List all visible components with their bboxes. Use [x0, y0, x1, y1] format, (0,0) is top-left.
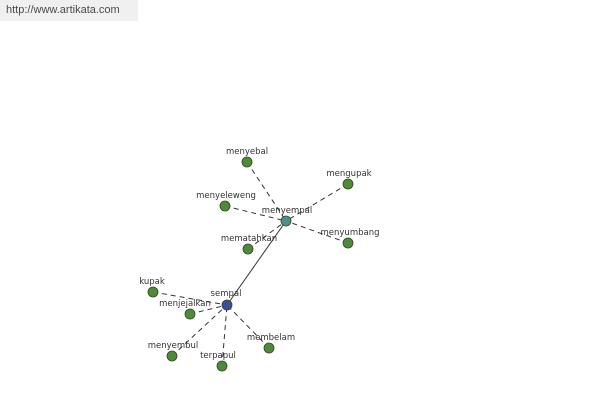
graph-nodes: menyebal mengupak menyeleweng menyumbang mem…: [139, 147, 380, 372]
node-menyempal-label[interactable]: menyempal: [262, 206, 312, 216]
edge-mengupak-menyempal: [285, 183, 349, 222]
node-mengupak-dot[interactable]: [342, 178, 354, 190]
node-membelam-label[interactable]: membelam: [247, 333, 295, 343]
node-terpapul-label[interactable]: terpapul: [200, 351, 236, 361]
node-kupak[interactable]: kupak: [139, 277, 165, 298]
node-kupak-dot[interactable]: [147, 286, 159, 298]
node-terpapul-dot[interactable]: [216, 360, 228, 372]
edge-menjejalkan-sempal: [189, 304, 228, 315]
node-sempal-label[interactable]: sempal: [211, 289, 242, 299]
node-mematahkan[interactable]: mematahkan: [221, 234, 277, 255]
edge-menyempal-sempal: [226, 220, 287, 306]
url-bar[interactable]: http://www.artikata.com: [0, 0, 138, 21]
node-menyebal[interactable]: menyebal: [226, 147, 268, 168]
node-menyeleweng-dot[interactable]: [219, 200, 231, 212]
node-menyembul[interactable]: menyembul: [148, 341, 199, 362]
edge-terpapul-sempal: [221, 304, 228, 367]
node-menyembul-dot[interactable]: [166, 350, 178, 362]
node-menyebal-label[interactable]: menyebal: [226, 147, 268, 157]
node-menjejalkan-label[interactable]: menjejalkan: [159, 299, 211, 309]
node-menyeleweng-label[interactable]: menyeleweng: [196, 191, 256, 201]
node-mematahkan-label[interactable]: mematahkan: [221, 234, 277, 244]
node-menyumbang[interactable]: menyumbang: [321, 228, 380, 249]
edge-mematahkan-menyempal: [247, 220, 287, 250]
node-menyempal-dot[interactable]: [280, 215, 292, 227]
node-membelam-dot[interactable]: [263, 342, 275, 354]
edge-membelam-sempal: [226, 304, 270, 349]
node-kupak-label[interactable]: kupak: [139, 277, 165, 287]
edge-kupak-sempal: [152, 291, 228, 306]
graph-edges: [152, 161, 349, 367]
edge-menyebal-menyempal: [246, 161, 287, 222]
edge-menyumbang-menyempal: [285, 220, 349, 244]
node-membelam[interactable]: membelam: [247, 333, 295, 354]
node-menyebal-dot[interactable]: [241, 156, 253, 168]
node-terpapul[interactable]: terpapul: [200, 351, 236, 372]
node-menyumbang-label[interactable]: menyumbang: [321, 228, 380, 238]
node-menyempal[interactable]: menyempal: [262, 206, 312, 227]
node-mengupak-label[interactable]: mengupak: [326, 169, 371, 179]
edge-menyembul-sempal: [171, 304, 228, 357]
url-text[interactable]: http://www.artikata.com: [6, 4, 120, 16]
node-menjejalkan[interactable]: menjejalkan: [159, 299, 211, 320]
node-menyeleweng[interactable]: menyeleweng: [196, 191, 256, 212]
node-mematahkan-dot[interactable]: [242, 243, 254, 255]
edge-menyeleweng-menyempal: [224, 205, 287, 222]
node-menyumbang-dot[interactable]: [342, 237, 354, 249]
node-menyembul-label[interactable]: menyembul: [148, 341, 199, 351]
node-sempal-dot[interactable]: [221, 299, 233, 311]
node-menjejalkan-dot[interactable]: [184, 308, 196, 320]
node-sempal[interactable]: sempal: [211, 289, 242, 311]
node-mengupak[interactable]: mengupak: [326, 169, 372, 190]
